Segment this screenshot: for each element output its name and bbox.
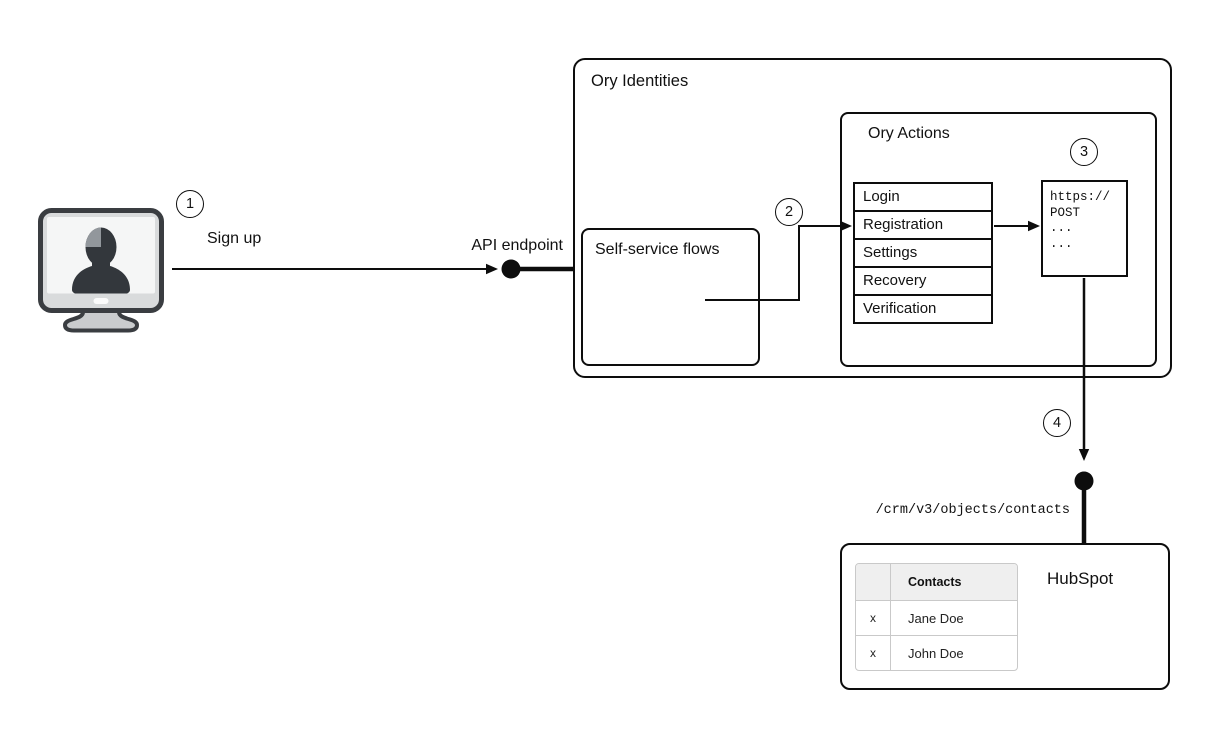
- user-computer-icon: [38, 208, 164, 333]
- self-service-flows-box: Self-service flows: [581, 228, 760, 366]
- ory-actions-title: Ory Actions: [868, 125, 950, 142]
- contacts-row-jane: x Jane Doe: [856, 600, 1017, 635]
- user-silhouette: [72, 227, 130, 294]
- flow-list: Login Registration Settings Recovery Ver…: [853, 182, 993, 324]
- webhook-request-box: https:// POST ... ...: [1041, 180, 1128, 277]
- contacts-row-name: John Doe: [908, 645, 964, 661]
- step-3-badge: 3: [1070, 138, 1098, 166]
- ory-identities-title: Ory Identities: [591, 72, 689, 90]
- webhook-line-dots1: ...: [1050, 221, 1073, 235]
- webhook-line-dots2: ...: [1050, 236, 1073, 251]
- hubspot-node-dot: [1074, 471, 1094, 491]
- contacts-table-header: Contacts: [856, 564, 1017, 600]
- flow-row-registration: Registration: [853, 210, 993, 240]
- step-2-badge: 2: [775, 198, 803, 226]
- contacts-row-marker: x: [856, 636, 891, 670]
- sign-up-label: Sign up: [207, 230, 262, 247]
- hubspot-title: HubSpot: [1047, 569, 1114, 588]
- flow-row-settings: Settings: [853, 238, 993, 268]
- monitor-stand: [63, 306, 139, 333]
- webhook-line-url: https://: [1050, 190, 1111, 204]
- contacts-row-name: Jane Doe: [908, 610, 964, 626]
- step-4-badge: 4: [1043, 409, 1071, 437]
- api-endpoint-label: API endpoint: [471, 237, 563, 254]
- webhook-line-post: POST: [1050, 205, 1081, 220]
- contacts-table: Contacts x Jane Doe x John Doe: [855, 563, 1018, 671]
- flow-row-recovery: Recovery: [853, 266, 993, 296]
- monitor-power-button: [93, 298, 109, 304]
- contacts-header-label: Contacts: [908, 575, 962, 589]
- contacts-row-marker: x: [856, 601, 891, 635]
- self-service-flows-title: Self-service flows: [595, 241, 720, 258]
- api-endpoint-node-dot: [501, 259, 521, 279]
- flow-row-login: Login: [853, 182, 993, 212]
- step-1-badge: 1: [176, 190, 204, 218]
- flow-row-verification: Verification: [853, 294, 993, 324]
- webhook-down-arrowhead: [1078, 449, 1090, 461]
- contacts-row-john: x John Doe: [856, 635, 1017, 670]
- contacts-header-empty-cell: [856, 564, 891, 600]
- crm-endpoint-label: /crm/v3/objects/contacts: [875, 503, 1070, 518]
- signup-arrowhead: [486, 263, 498, 275]
